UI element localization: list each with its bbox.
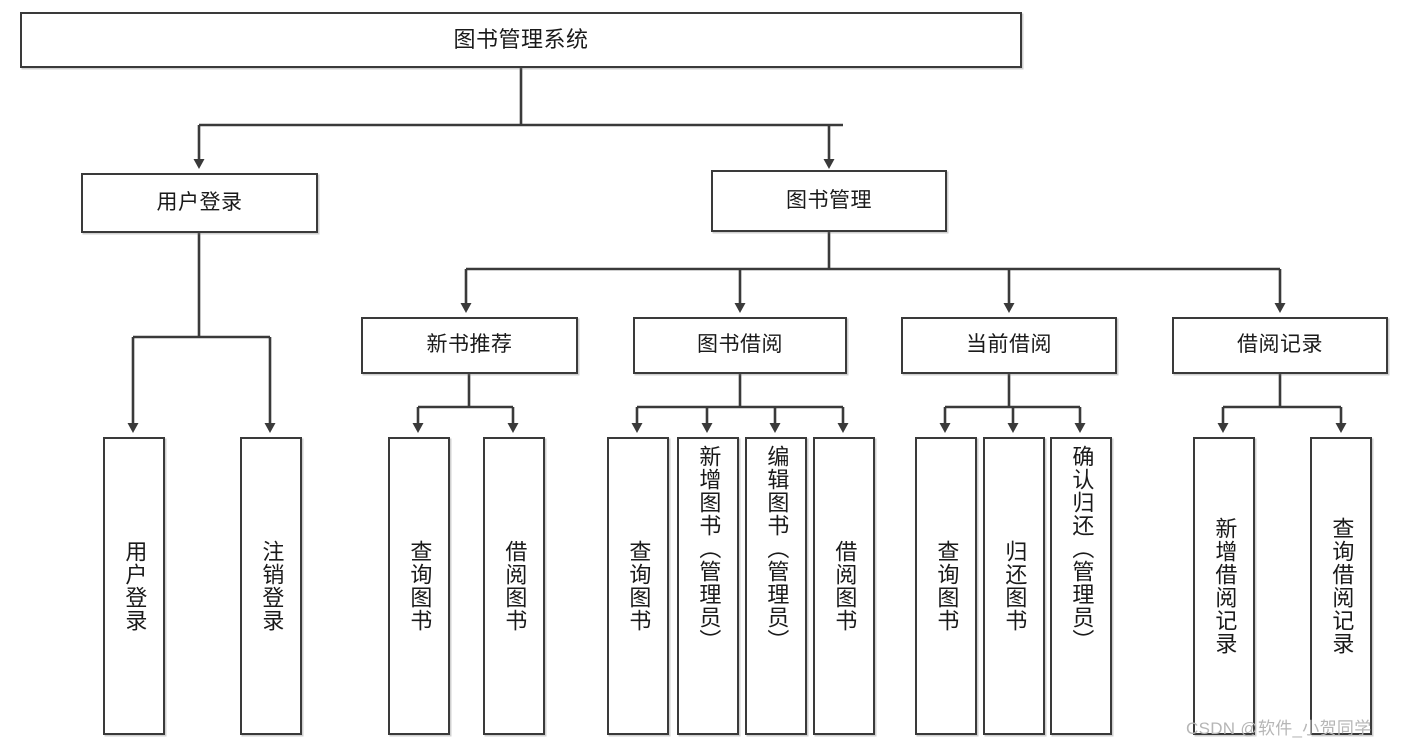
leaf-confirm-return-admin[interactable]: 确认归还（管理员）	[1050, 437, 1112, 735]
leaf-borrow-book[interactable]: 借阅图书	[813, 437, 875, 735]
node-label: 注销登录	[259, 540, 285, 632]
node-label: 查询图书	[407, 540, 433, 632]
node-root-book-management-system[interactable]: 图书管理系统	[20, 12, 1022, 68]
node-label: 查询图书	[626, 540, 652, 632]
node-label: 查询借阅记录	[1329, 517, 1355, 655]
node-label: 新增图书（管理员）	[696, 445, 722, 652]
node-label: 用户登录	[156, 190, 243, 214]
node-label: 图书借阅	[697, 333, 783, 357]
node-user-login[interactable]: 用户登录	[81, 173, 318, 233]
leaf-add-book-admin[interactable]: 新增图书（管理员）	[677, 437, 739, 735]
leaf-logout[interactable]: 注销登录	[240, 437, 302, 735]
node-current-borrow[interactable]: 当前借阅	[901, 317, 1117, 374]
leaf-query-book-recommend[interactable]: 查询图书	[388, 437, 450, 735]
node-label: 查询图书	[934, 540, 960, 632]
node-book-management[interactable]: 图书管理	[711, 170, 947, 232]
node-new-book-recommend[interactable]: 新书推荐	[361, 317, 578, 374]
node-label: 当前借阅	[966, 333, 1052, 357]
leaf-user-login[interactable]: 用户登录	[103, 437, 165, 735]
node-book-borrow[interactable]: 图书借阅	[633, 317, 847, 374]
node-label: 图书管理系统	[453, 26, 589, 52]
node-label: 新增借阅记录	[1212, 517, 1238, 655]
leaf-borrow-book-recommend[interactable]: 借阅图书	[483, 437, 545, 735]
node-label: 借阅记录	[1237, 333, 1323, 357]
leaf-edit-book-admin[interactable]: 编辑图书（管理员）	[745, 437, 807, 735]
node-label: 新书推荐	[426, 333, 513, 357]
node-label: 确认归还（管理员）	[1069, 445, 1095, 652]
node-label: 借阅图书	[832, 540, 858, 632]
node-label: 编辑图书（管理员）	[764, 445, 790, 652]
node-label: 归还图书	[1002, 540, 1028, 632]
leaf-return-book[interactable]: 归还图书	[983, 437, 1045, 735]
leaf-query-book-current[interactable]: 查询图书	[915, 437, 977, 735]
leaf-query-borrow-record[interactable]: 查询借阅记录	[1310, 437, 1372, 735]
node-label: 借阅图书	[502, 540, 528, 632]
node-borrow-record[interactable]: 借阅记录	[1172, 317, 1388, 374]
node-label: 用户登录	[122, 540, 148, 632]
node-label: 图书管理	[786, 188, 872, 212]
leaf-query-book-borrow[interactable]: 查询图书	[607, 437, 669, 735]
leaf-add-borrow-record[interactable]: 新增借阅记录	[1193, 437, 1255, 735]
csdn-watermark: CSDN @软件_小贺同学	[1186, 719, 1372, 738]
